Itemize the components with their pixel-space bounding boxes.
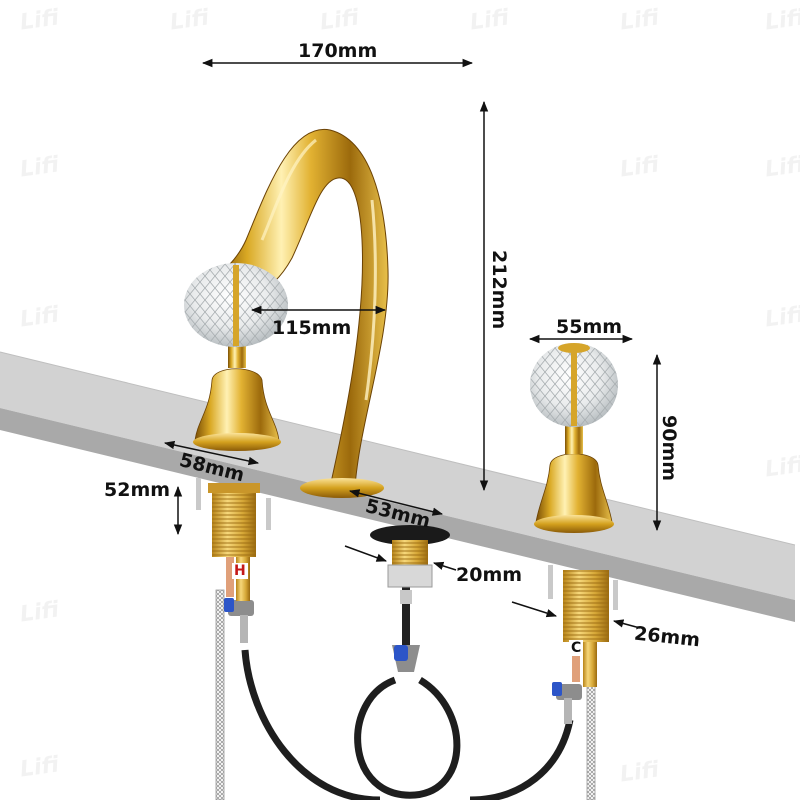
supply-hoses: [215, 585, 596, 800]
cold-marker: C: [569, 640, 584, 656]
valve-right: [552, 682, 582, 724]
left-shank: [196, 478, 271, 601]
left-handle: [184, 263, 288, 451]
dim-handle-width: 55mm: [556, 316, 623, 338]
valve-center: [392, 645, 420, 672]
dim-shank-length: 52mm: [104, 479, 171, 501]
right-handle: [530, 343, 618, 533]
hot-marker: H: [232, 563, 248, 579]
right-shank: [548, 565, 618, 687]
valve-left: [224, 598, 254, 643]
dim-spout-shank: 20mm: [456, 564, 523, 586]
dim-spout-width: 170mm: [298, 40, 378, 62]
dimension-lines: [163, 58, 662, 629]
dim-spout-reach: 115mm: [272, 317, 352, 339]
dim-spout-height: 212mm: [488, 250, 510, 330]
spout-shank: [370, 525, 450, 588]
dim-handle-height: 90mm: [658, 415, 680, 482]
